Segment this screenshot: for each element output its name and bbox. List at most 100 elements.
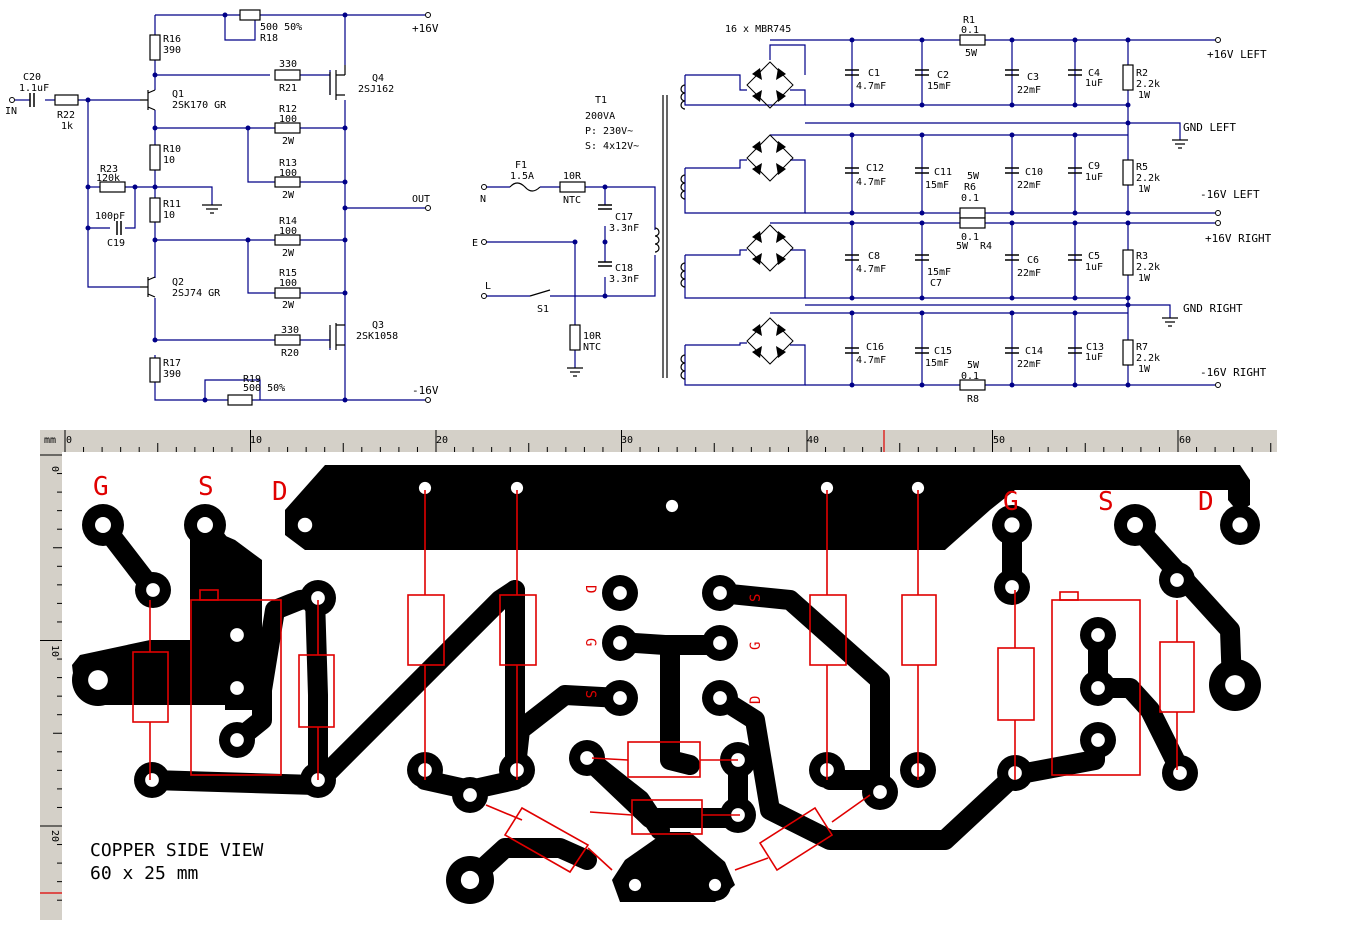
- pad-label-d-mid2: D: [748, 696, 764, 704]
- q3-label: Q3: [372, 320, 384, 331]
- pad-label-d-left: D: [272, 477, 288, 507]
- out-label: OUT: [412, 194, 430, 205]
- r20-label: R20: [281, 348, 299, 359]
- r11-label: R11: [163, 199, 181, 210]
- in-terminal: [9, 97, 15, 103]
- r11-symbol: [149, 197, 161, 223]
- ruler-tick-10: 10: [250, 435, 262, 446]
- rail4-terminal: [1215, 220, 1221, 226]
- r17-symbol: [149, 357, 161, 383]
- pad-drill-hole: [311, 591, 325, 605]
- t1-label: T1: [595, 95, 607, 106]
- ruler-tick-20: 20: [436, 435, 448, 446]
- r20-symbol: [274, 334, 301, 346]
- pad-label-g-mid: G: [582, 638, 598, 646]
- ruler-unit: mm: [44, 435, 56, 446]
- n-terminal: [481, 184, 487, 190]
- c6-label: C6: [1027, 255, 1039, 266]
- pad-drill-hole: [713, 586, 727, 600]
- c16-label: C16: [866, 342, 884, 353]
- silkscreen-outlines: [132, 490, 1195, 874]
- pad-drill-hole: [230, 733, 244, 747]
- ruler-tick-0: 0: [66, 435, 72, 446]
- pad-drill-hole: [580, 751, 594, 765]
- c7-label: C7: [930, 278, 942, 289]
- c19-symbol: [116, 221, 122, 235]
- r8-watt: 5W: [967, 360, 980, 371]
- q3-symbol: [329, 323, 345, 350]
- c10-value: 22mF: [1017, 180, 1041, 191]
- pad-label-s-mid: S: [582, 690, 598, 698]
- c3-value: 22mF: [1017, 85, 1041, 96]
- pad-drill-hole: [911, 481, 925, 495]
- r15-symbol: [274, 287, 301, 299]
- pad-drill-hole: [230, 681, 244, 695]
- ntc1-type: NTC: [563, 195, 581, 206]
- r17-label: R17: [163, 358, 181, 369]
- rail-gnd-left: GND LEFT: [1183, 121, 1236, 134]
- c9-value: 1uF: [1085, 172, 1103, 183]
- rail1-terminal: [1215, 37, 1221, 43]
- pad-drill-hole: [418, 481, 432, 495]
- vertical-ruler: [40, 430, 62, 920]
- pad-drill-hole: [95, 517, 111, 533]
- r18-value: 500 50%: [260, 22, 302, 33]
- pad-label-d-mid: D: [582, 585, 598, 593]
- c20-label: C20: [23, 72, 41, 83]
- r2-value: 2.2k: [1136, 79, 1160, 90]
- pad-drill-hole: [613, 691, 627, 705]
- r6-watt: 5W: [967, 171, 980, 182]
- pad-drill-hole: [1004, 517, 1020, 533]
- c3-label: C3: [1027, 72, 1039, 83]
- psu-junctions: [572, 37, 1131, 388]
- pcb-pads: [72, 472, 1261, 904]
- c2-value: 15mF: [927, 81, 951, 92]
- ntc2-symbol: [569, 324, 581, 351]
- rail-neg-right: -16V RIGHT: [1200, 366, 1267, 379]
- r7-value: 2.2k: [1136, 353, 1160, 364]
- pad-drill-hole: [460, 870, 480, 890]
- pad-label-g-mid2: G: [748, 642, 764, 650]
- q4-value: 2SJ162: [358, 84, 394, 95]
- r13-symbol: [274, 176, 301, 188]
- ruler-vtick-10: 10: [49, 645, 60, 657]
- q1-symbol: [140, 89, 156, 111]
- r16-symbol: [149, 34, 161, 61]
- r3-value: 2.2k: [1136, 262, 1160, 273]
- c1-label: C1: [868, 68, 880, 79]
- r2-label: R2: [1136, 68, 1148, 79]
- c14-value: 22mF: [1017, 359, 1041, 370]
- r23-symbol: [99, 181, 126, 193]
- r10-symbol: [149, 144, 161, 171]
- pcb-dimensions: 60 x 25 mm: [90, 863, 198, 884]
- f1-label: F1: [515, 160, 527, 171]
- r16-label: R16: [163, 34, 181, 45]
- r14-value: 100: [279, 226, 297, 237]
- r4-label: R4: [980, 241, 992, 252]
- t1-secondary: S: 4x12V~: [585, 141, 639, 152]
- pad-drill-hole: [510, 481, 524, 495]
- gnd-left-icon: [1172, 139, 1188, 149]
- r17-value: 390: [163, 369, 181, 380]
- e-label: E: [472, 238, 478, 249]
- pad-drill-hole: [665, 499, 679, 513]
- r7-label: R7: [1136, 342, 1148, 353]
- ntc2-type: NTC: [583, 342, 601, 353]
- r6-value: 0.1: [961, 193, 979, 204]
- r1-watt: 5W: [965, 48, 978, 59]
- bridge-rectifiers: [746, 61, 794, 365]
- pad-label-g-right: G: [1003, 487, 1019, 517]
- c5-value: 1uF: [1085, 262, 1103, 273]
- pad-drill-hole: [820, 481, 834, 495]
- r5-watt: 1W: [1138, 184, 1151, 195]
- pad-drill-hole: [713, 636, 727, 650]
- ntc1-label: 10R: [563, 171, 582, 182]
- r4-watt: 5W: [956, 241, 969, 252]
- r15-watt: 2W: [282, 300, 295, 311]
- q1-value: 2SK170 GR: [172, 100, 227, 111]
- pad-drill-hole: [1173, 766, 1187, 780]
- r16-value: 390: [163, 45, 181, 56]
- pad-drill-hole: [145, 773, 159, 787]
- r13-value: 100: [279, 168, 297, 179]
- r7-watt: 1W: [1138, 364, 1151, 375]
